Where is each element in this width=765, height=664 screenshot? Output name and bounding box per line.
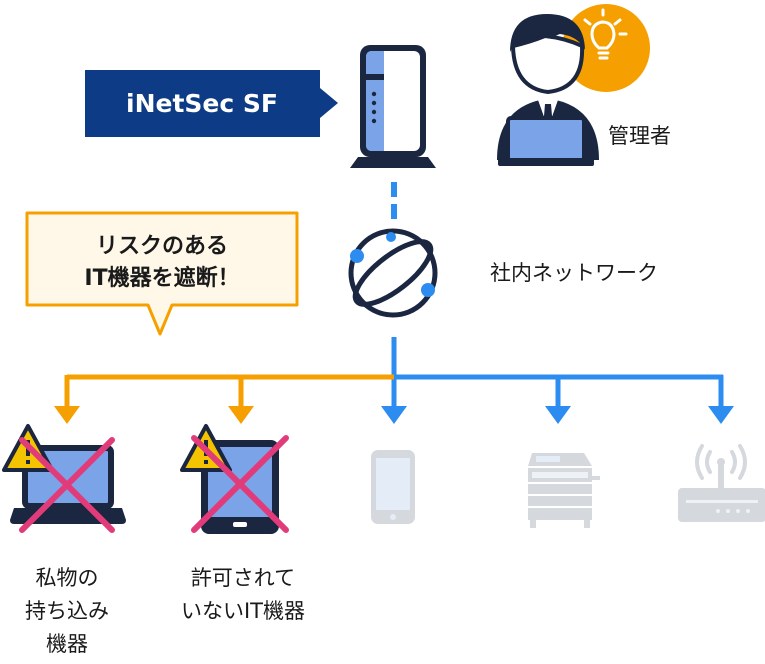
lightbulb-icon [583, 8, 628, 60]
block-callout: リスクのある IT機器を遮断！ [25, 211, 299, 336]
device-router [678, 444, 765, 522]
device-label-line: いないIT機器 [181, 599, 305, 623]
blocked-x-icon [19, 437, 115, 533]
arrow-head [545, 406, 571, 424]
printer-icon [528, 453, 600, 528]
inetsec-tag: iNetSec SF [85, 70, 338, 137]
device-label-line: 機器 [46, 632, 88, 656]
device-printer [528, 453, 600, 528]
device-smartphone [371, 450, 415, 524]
device-labels: 私物の 持ち込み 機器 許可されて いないIT機器 [25, 566, 305, 656]
device-laptop [2, 424, 126, 533]
arrow-head [228, 406, 254, 424]
network-label: 社内ネットワーク [490, 261, 658, 285]
device-label-line: 私物の [36, 566, 99, 590]
arrow-head [708, 406, 734, 424]
appliance-icon [350, 45, 436, 168]
admin-label: 管理者 [608, 124, 671, 148]
blocked-x-icon [191, 435, 289, 533]
administrator-icon: 管理者 [497, 4, 671, 166]
callout-line-1: リスクのある [96, 234, 228, 259]
distribution-lines [54, 337, 734, 424]
product-name: iNetSec SF [126, 89, 278, 118]
device-label-line: 持ち込み [25, 599, 109, 623]
device-tablet [180, 424, 289, 534]
device-label-line: 許可されて [191, 566, 295, 590]
router-icon [678, 444, 765, 522]
arrow-head [54, 406, 80, 424]
network-hub-icon [348, 228, 438, 318]
callout-line-2: IT機器を遮断！ [84, 265, 239, 291]
arrow-head [381, 406, 407, 424]
